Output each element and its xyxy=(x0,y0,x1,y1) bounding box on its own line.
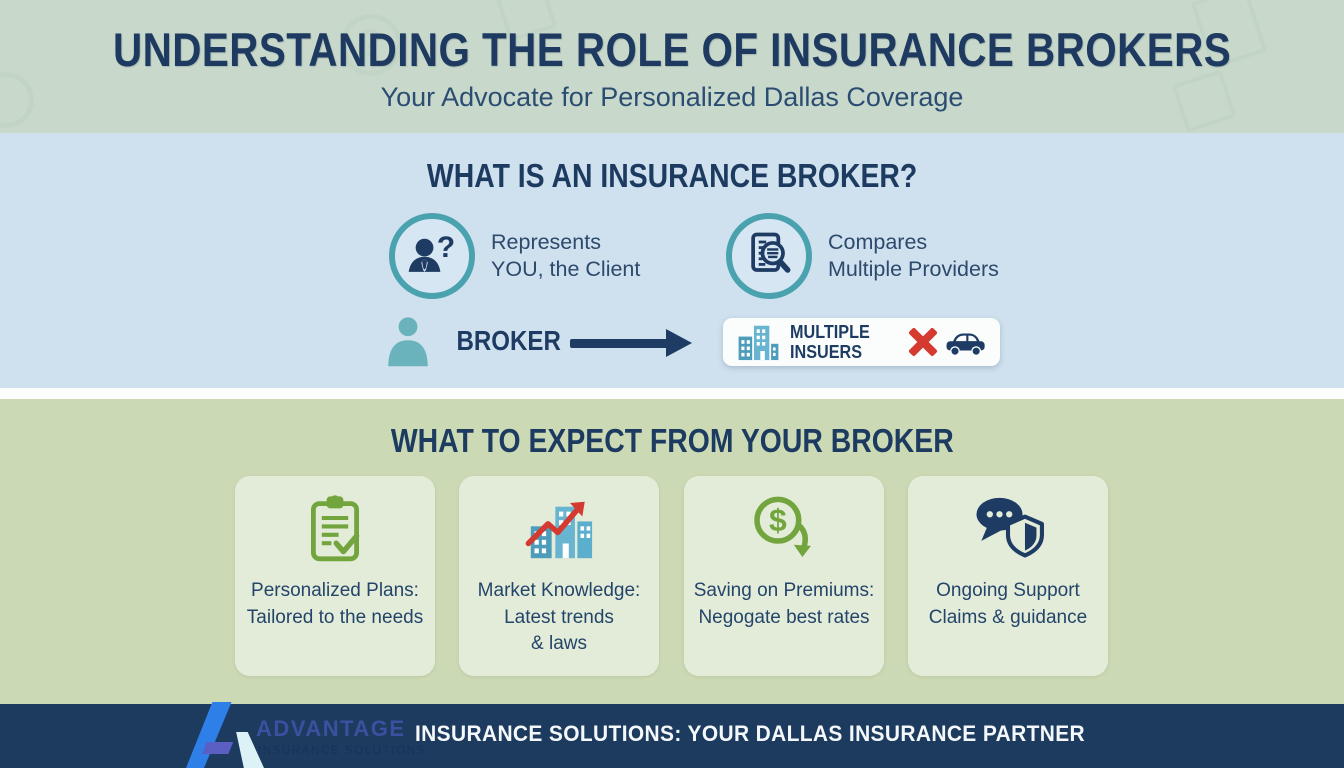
dollar-savings-icon: $ xyxy=(684,492,884,568)
section-divider xyxy=(0,388,1344,399)
person-question-icon: ? xyxy=(389,213,475,299)
broker-section-heading: WHAT IS AN INSURANCE BROKER? xyxy=(426,157,918,194)
car-icon xyxy=(946,333,985,357)
svg-text:?: ? xyxy=(437,231,455,264)
feature-compares-label: Compares Multiple Providers xyxy=(828,230,999,281)
expectations-section xyxy=(0,399,1344,704)
card-personalized-plans-text: Personalized Plans: Tailored to the need… xyxy=(246,580,424,628)
question-watermark-glyph: ? xyxy=(358,22,383,66)
broker-label: BROKER xyxy=(456,325,561,356)
broker-flow-row: BROKER MULTIPLE INSUERS xyxy=(0,312,1344,372)
expect-section-heading: WHAT TO EXPECT FROM YOUR BROKER xyxy=(390,422,954,459)
clipboard-check-icon xyxy=(235,492,435,568)
logo-subtitle: INSURANCE SOLUTIONS xyxy=(258,745,426,757)
card-ongoing-support-text: Ongoing Support Claims & guidance xyxy=(928,580,1088,628)
document-search-icon xyxy=(726,213,812,299)
buildings-icon xyxy=(738,325,779,361)
card-saving-premiums: $ Saving on Premiums: Negogate best rate… xyxy=(684,476,884,676)
card-market-knowledge: Market Knowledge: Latest trends & laws xyxy=(459,476,659,676)
page-subtitle: Your Advocate for Personalized Dallas Co… xyxy=(380,82,964,112)
person-question-svg: ? xyxy=(408,231,455,272)
right-arrow-icon xyxy=(570,329,692,357)
market-growth-icon xyxy=(459,492,659,568)
x-mark-icon xyxy=(907,326,939,358)
footer-tagline: INSURANCE SOLUTIONS: YOUR DALLAS INSURAN… xyxy=(415,721,1086,746)
card-personalized-plans: Personalized Plans: Tailored to the need… xyxy=(235,476,435,676)
document-search-svg xyxy=(751,232,791,273)
feature-represents-label: Represents YOU, the Client xyxy=(491,230,641,281)
page-title: UNDERSTANDING THE ROLE OF INSURANCE BROK… xyxy=(112,23,1232,76)
multiple-insurers-box: MULTIPLE INSUERS xyxy=(723,318,1000,366)
chat-shield-icon xyxy=(908,492,1108,568)
advantage-logo-icon xyxy=(186,702,264,768)
feature-compares-providers: Compares Multiple Providers xyxy=(726,213,999,299)
card-ongoing-support: Ongoing Support Claims & guidance xyxy=(908,476,1108,676)
card-market-knowledge-text: Market Knowledge: Latest trends & laws xyxy=(477,580,641,654)
feature-represents-you: ? Represents YOU, the Client xyxy=(389,213,640,299)
question-watermark-icon xyxy=(340,14,402,76)
logo-title: ADVANTAGE xyxy=(256,716,406,741)
svg-text:$: $ xyxy=(769,502,787,538)
circle-watermark-icon xyxy=(0,72,34,128)
header-band: ? UNDERSTANDING THE ROLE OF INSURANCE BR… xyxy=(0,0,1344,133)
card-saving-premiums-text: Saving on Premiums: Negogate best rates xyxy=(693,580,875,628)
broker-person-icon xyxy=(388,317,428,367)
multiple-insurers-label: MULTIPLE INSUERS xyxy=(790,322,870,362)
